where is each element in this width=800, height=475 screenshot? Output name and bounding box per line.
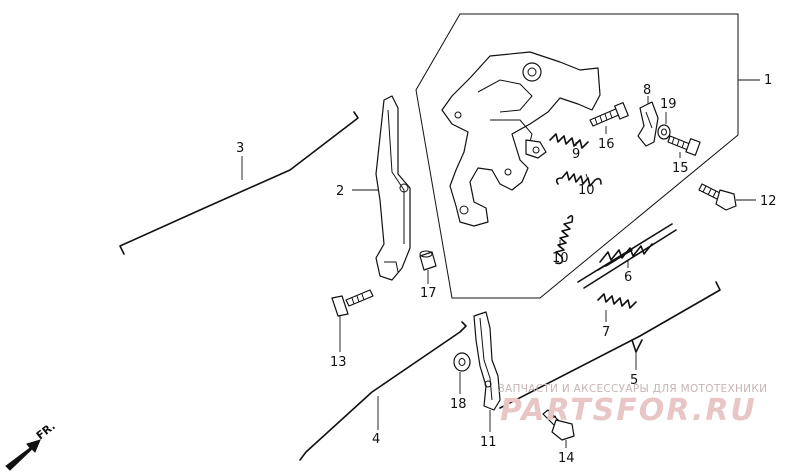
watermark: ЗАПЧАСТИ И АКСЕССУАРЫ ДЛЯ МОТОТЕХНИКИ PA… <box>498 383 767 428</box>
callout-8: 8 <box>643 83 651 98</box>
part-4-rod <box>299 321 467 461</box>
part-12-bolt <box>698 183 737 211</box>
callout-7: 7 <box>602 325 610 340</box>
part-9-spring <box>549 133 589 149</box>
callout-3: 3 <box>236 141 244 156</box>
assembly-outline <box>415 13 739 299</box>
part-7-spring <box>597 293 637 309</box>
callout-13: 13 <box>330 355 347 370</box>
part-18-washer <box>453 352 471 372</box>
part-10-spring-lower <box>555 214 574 265</box>
arrow-icon <box>5 439 41 471</box>
part-13-tbolt <box>331 289 374 317</box>
leader-lines <box>241 79 760 448</box>
callout-5: 5 <box>630 373 638 388</box>
callout-14: 14 <box>558 451 575 466</box>
watermark-subtitle: ЗАПЧАСТИ И АКСЕССУАРЫ ДЛЯ МОТОТЕХНИКИ <box>498 383 767 395</box>
callout-2: 2 <box>336 184 344 199</box>
callout-1: 1 <box>764 73 772 88</box>
callout-labels: 1 2 3 4 5 6 7 8 9 10 10 11 12 13 14 15 1… <box>236 73 777 466</box>
part-3-rod <box>119 111 359 255</box>
part-19-washer <box>657 124 671 140</box>
part-11-lever <box>473 311 501 411</box>
callout-18: 18 <box>450 397 467 412</box>
part-6-spring-sleeve <box>577 223 677 289</box>
callout-19: 19 <box>660 97 677 112</box>
part-15-bolt <box>667 135 701 156</box>
callout-15: 15 <box>672 161 689 176</box>
part-2-lever <box>375 95 411 281</box>
callout-10-lower: 10 <box>552 251 569 266</box>
part-14-bolt <box>542 409 575 441</box>
callout-11: 11 <box>480 435 497 450</box>
direction-label: FR. <box>34 420 58 443</box>
callout-16: 16 <box>598 137 615 152</box>
part-1-bracket-plate <box>441 51 601 227</box>
part-16-bolt <box>589 102 629 127</box>
callout-17: 17 <box>420 286 437 301</box>
callout-10-upper: 10 <box>578 183 595 198</box>
callout-12: 12 <box>760 194 777 209</box>
front-direction-indicator: FR. <box>5 420 58 471</box>
part-17-collar <box>419 250 437 271</box>
part-8-clip <box>637 101 659 147</box>
callout-9: 9 <box>572 147 580 162</box>
callout-6: 6 <box>624 270 632 285</box>
watermark-brand: PARTSFOR.RU <box>500 393 757 428</box>
part-10-spring-upper <box>555 171 602 187</box>
callout-4: 4 <box>372 432 380 447</box>
